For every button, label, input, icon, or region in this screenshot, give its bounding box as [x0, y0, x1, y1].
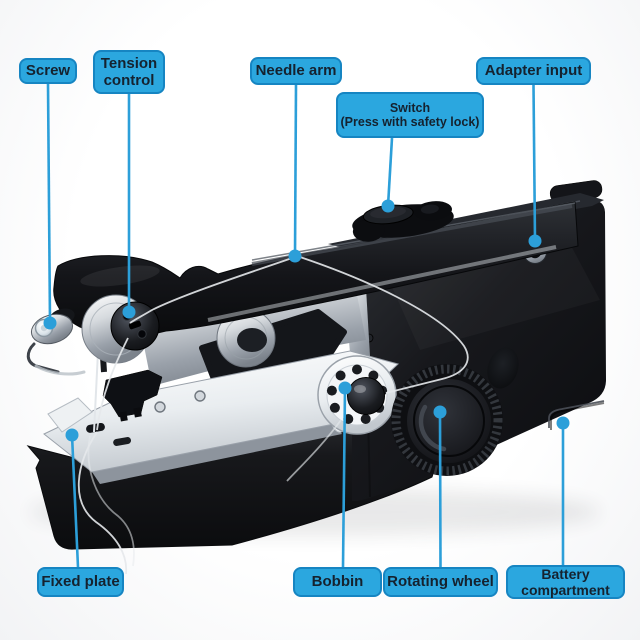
screw-head-light — [30, 308, 75, 345]
needle-clamp — [102, 369, 163, 422]
arm-chrome-streak — [207, 245, 557, 322]
cam-disc — [216, 308, 276, 368]
grip-dimple — [487, 347, 519, 389]
fabric-guide-flap — [47, 397, 93, 433]
thread — [77, 255, 469, 575]
needle-arm — [53, 201, 579, 337]
battery-compartment-panel — [548, 400, 605, 430]
arm-head-gloss — [80, 265, 160, 287]
rotating-wheel-dial — [391, 364, 503, 476]
fixed-plate — [43, 350, 399, 484]
bobbin-spool — [317, 355, 397, 435]
switch-button — [352, 201, 454, 242]
thread-hook — [26, 342, 86, 376]
